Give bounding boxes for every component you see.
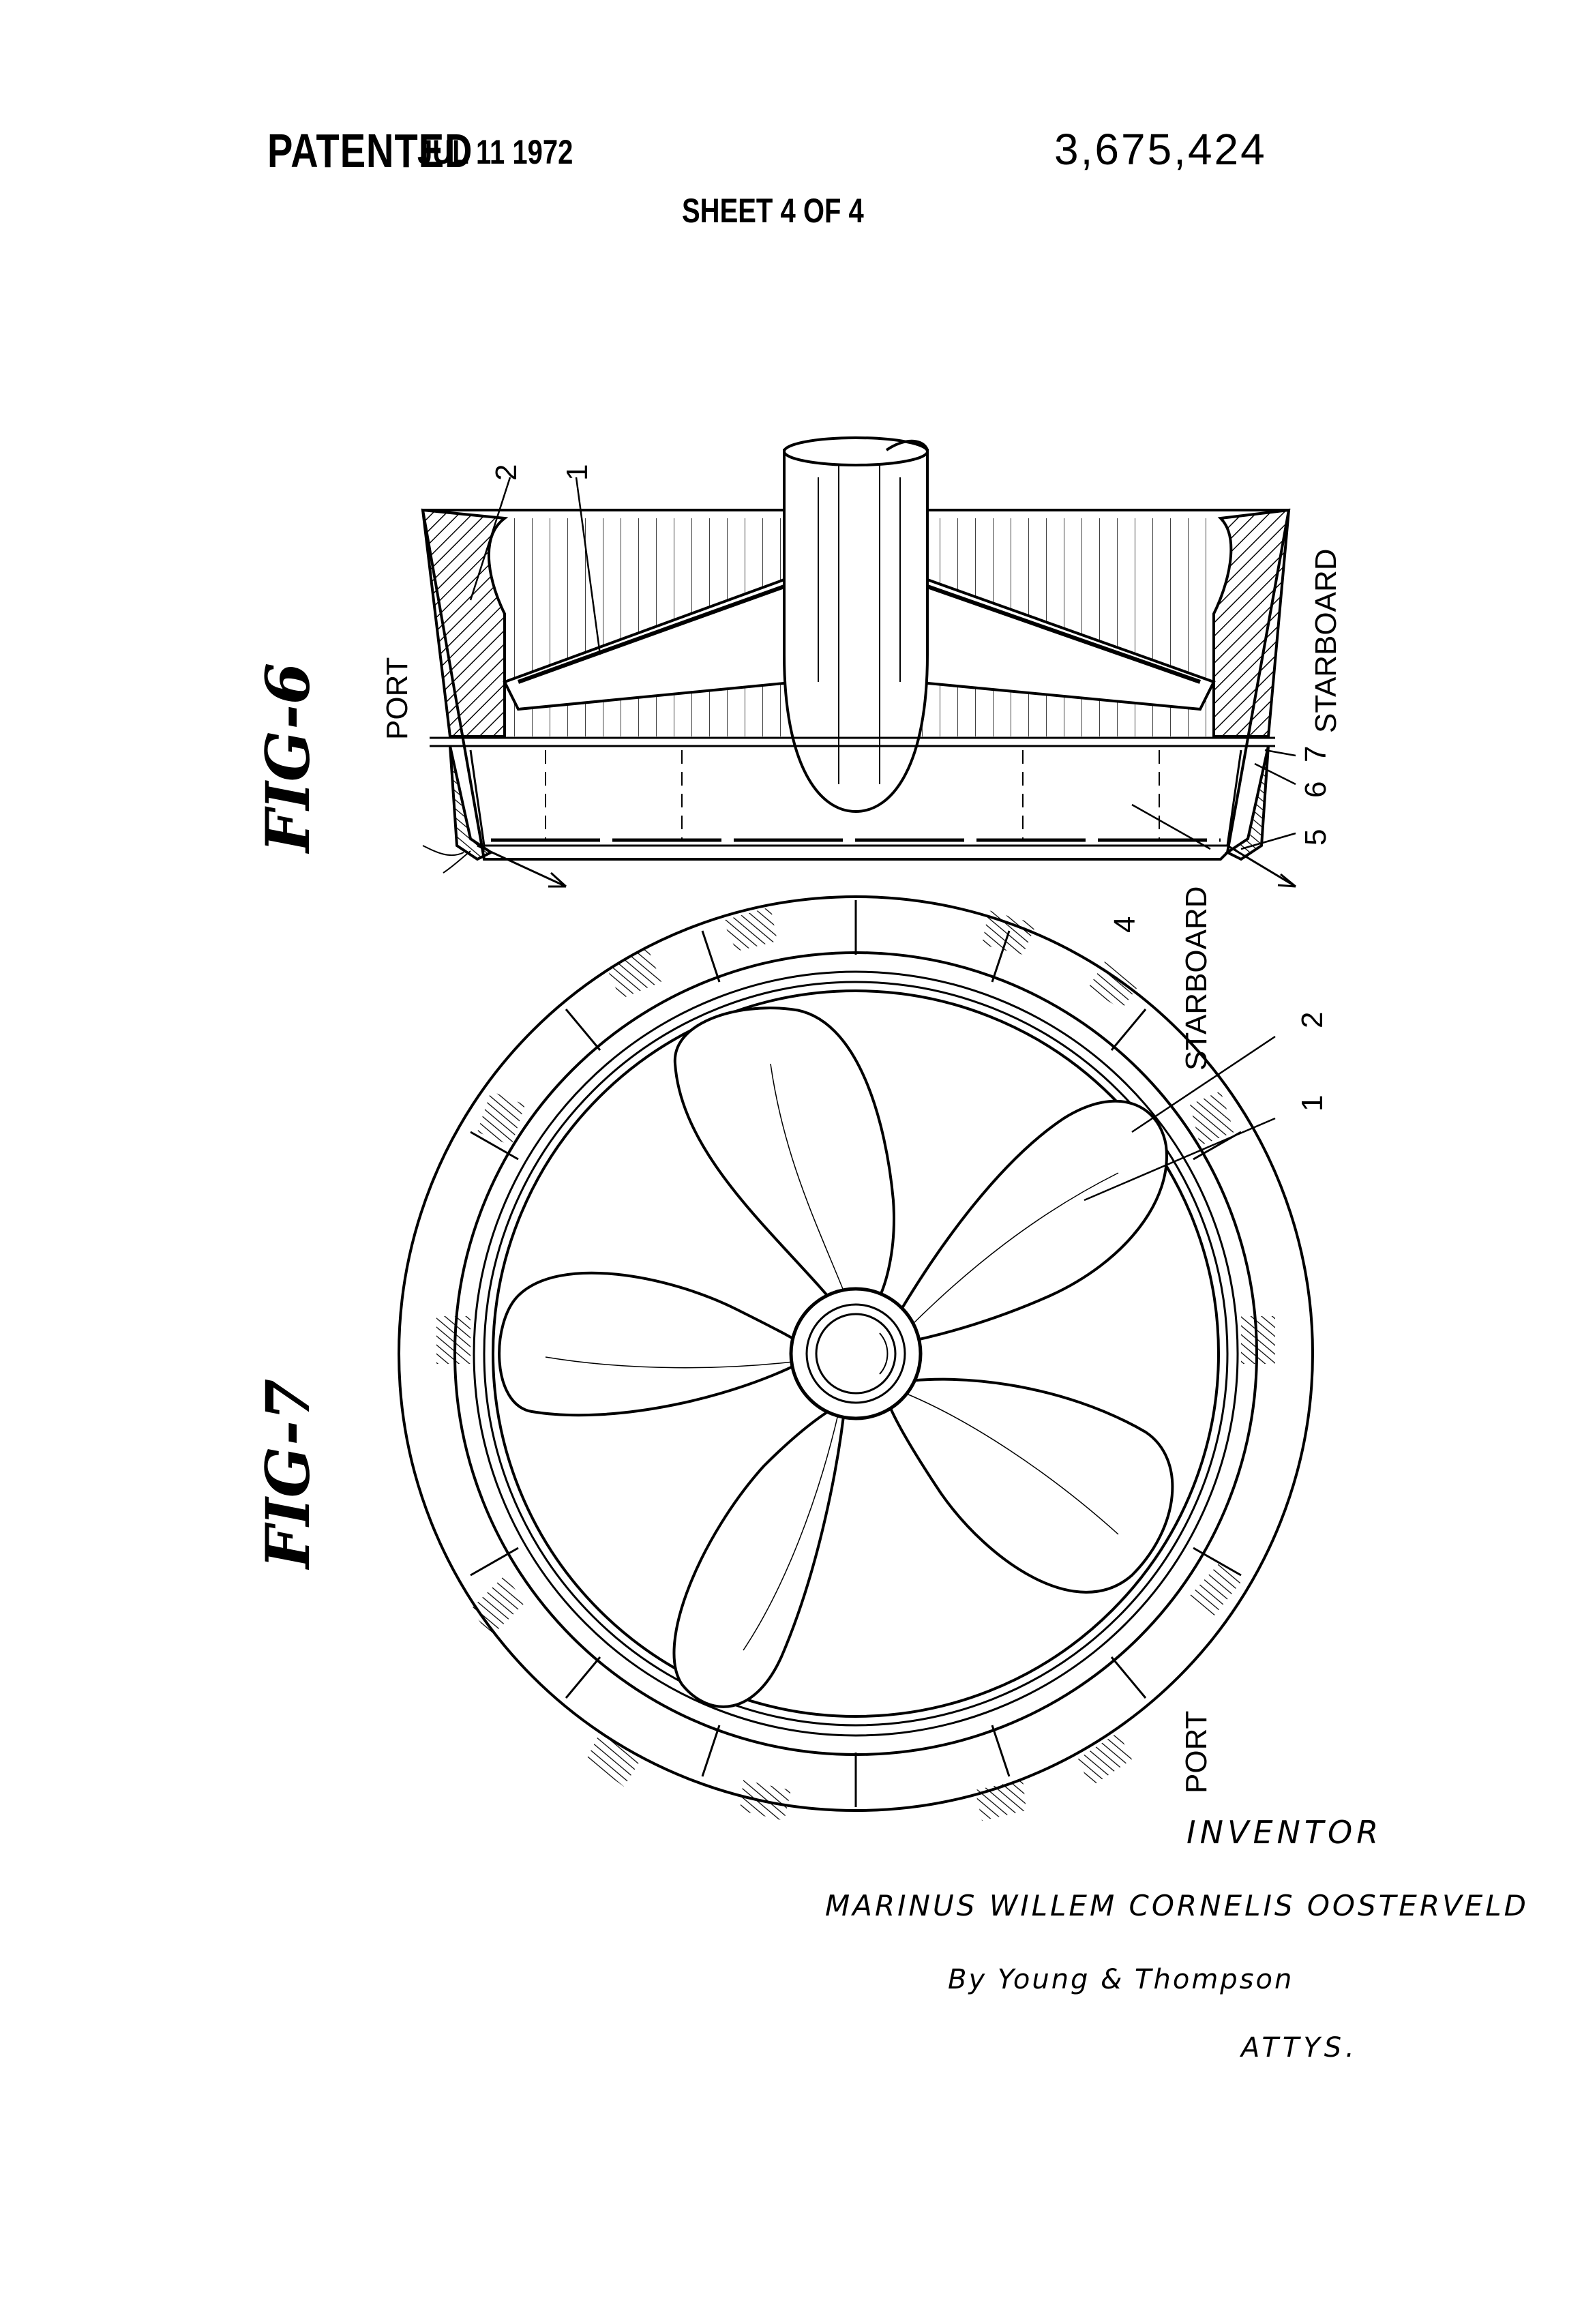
- blade-bottom: [674, 1398, 846, 1707]
- blade-right: [893, 1101, 1167, 1343]
- blade-left: [499, 1273, 815, 1415]
- fig6-ref-2: 2: [490, 464, 524, 481]
- fig7-starboard-label: STARBOARD: [1180, 886, 1214, 1071]
- attorneys-label: ATTYS.: [1241, 2032, 1358, 2064]
- fig6-ref-7: 7: [1299, 746, 1333, 762]
- blade-lower-right: [886, 1380, 1172, 1592]
- inventor-label: INVENTOR: [1186, 1814, 1382, 1851]
- fig6-starboard-label: STARBOARD: [1309, 548, 1343, 733]
- fig6-drawing: [423, 438, 1296, 887]
- fig7-drawing: [399, 897, 1313, 1821]
- fig6-port-label: PORT: [380, 657, 415, 740]
- fig7-ref-1: 1: [1296, 1095, 1330, 1112]
- attorney-signature: By Young & Thompson: [948, 1964, 1294, 1995]
- fig7-ref-2: 2: [1296, 1012, 1330, 1028]
- blade-top: [675, 1008, 894, 1309]
- propeller-hub: [791, 1289, 921, 1418]
- fig6-ref-4: 4: [1108, 917, 1142, 933]
- fig6-hub: [784, 450, 927, 811]
- fig6-ref-1: 1: [561, 464, 595, 481]
- fig6-ref-6: 6: [1299, 781, 1333, 798]
- inventor-name: MARINUS WILLEM CORNELIS OOSTERVELD: [825, 1889, 1529, 1922]
- fig6-ref-5: 5: [1299, 829, 1333, 846]
- fig7-port-label: PORT: [1180, 1711, 1214, 1793]
